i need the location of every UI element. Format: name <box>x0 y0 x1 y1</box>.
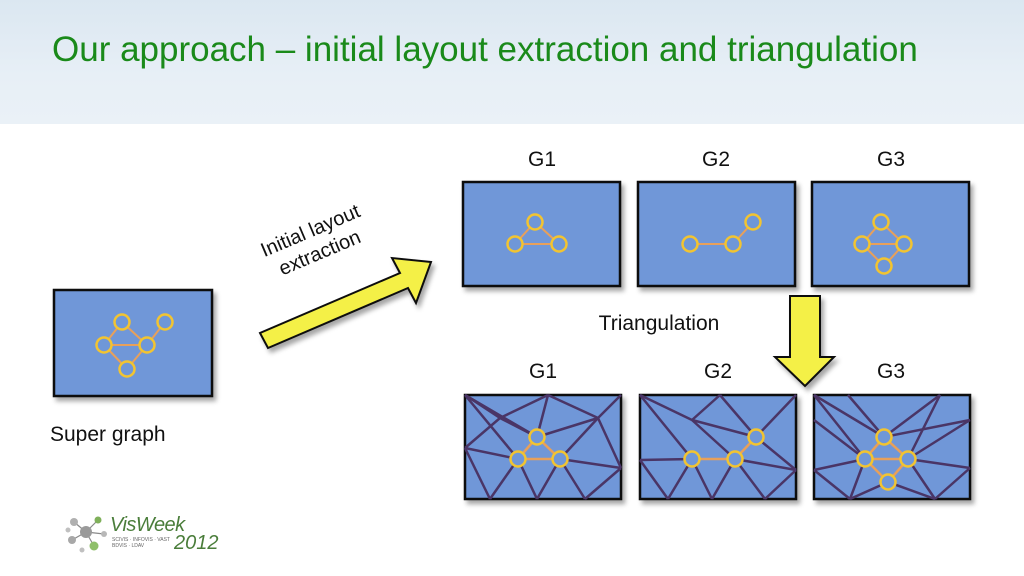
visweek-logo: VisWeek SCIVIS · INFOVIS · VAST BDVIS · … <box>64 510 244 560</box>
logo-subtitle: SCIVIS · INFOVIS · VAST BDVIS · LDAV <box>112 537 170 549</box>
top-label-g2: G2 <box>702 148 730 171</box>
bottom-panel-g3 <box>812 393 972 501</box>
title-bar: Our approach – initial layout extraction… <box>0 0 1024 124</box>
triangulation-label: Triangulation <box>599 312 720 335</box>
bottom-label-g3: G3 <box>877 360 905 383</box>
logo-name: VisWeek <box>110 514 185 536</box>
slide-title: Our approach – initial layout extraction… <box>52 30 918 69</box>
bottom-panel-g2 <box>638 393 798 501</box>
super-graph-panel <box>52 288 214 398</box>
logo-year: 2012 <box>174 532 219 554</box>
top-panel-g3 <box>810 180 971 288</box>
top-panel-g2 <box>636 180 797 288</box>
super-graph-label: Super graph <box>50 423 166 446</box>
bottom-label-g1: G1 <box>529 360 557 383</box>
approach-diagram: Super graph Initial layout extraction G1… <box>50 148 972 501</box>
bottom-panel-g1 <box>463 393 623 501</box>
extraction-arrow <box>258 256 433 350</box>
triangulation-arrow <box>772 295 837 388</box>
top-label-g1: G1 <box>528 148 556 171</box>
top-label-g3: G3 <box>877 148 905 171</box>
bottom-label-g2: G2 <box>704 360 732 383</box>
molecule-icon <box>65 516 107 553</box>
top-panel-g1 <box>461 180 622 288</box>
